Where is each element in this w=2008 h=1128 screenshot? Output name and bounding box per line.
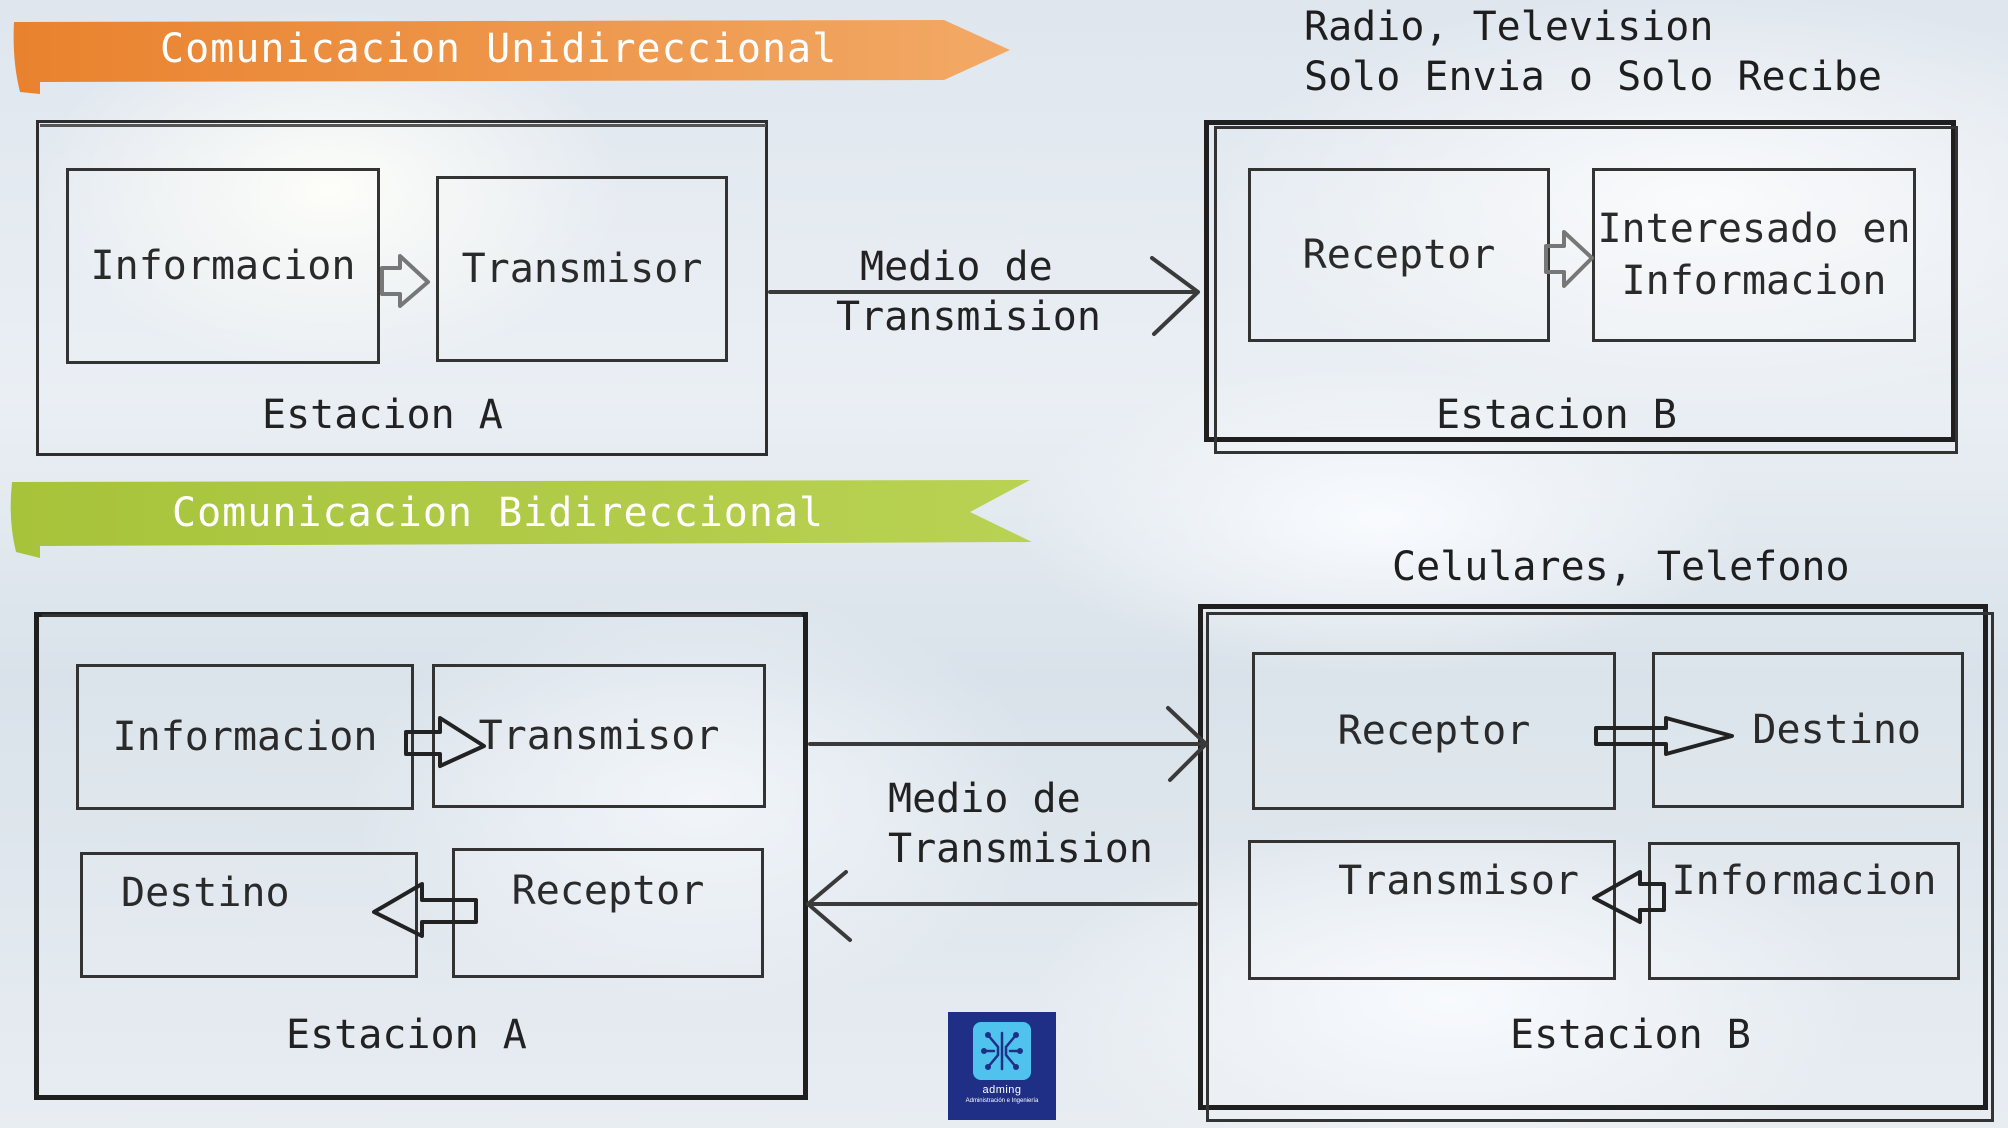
uni-transmitter-label: Transmisor [461,246,703,292]
uni-interested-line1: Interesado en [1597,206,1911,252]
bi-a-destination-label: Destino [121,870,290,916]
uni-station-a-label: Estacion A [262,392,503,438]
uni-info-box: Informacion [66,168,380,364]
uni-medium-line1: Medio de [860,244,1053,290]
banner-bidirectional-title: Comunicacion Bidireccional [172,490,825,536]
bi-b-transmitter-box: Transmisor [1248,840,1616,980]
uni-info-to-transmitter-arrow [380,254,430,308]
uni-note-line1: Radio, Television [1304,4,1714,50]
bi-medium-arrow-left-head [806,870,852,942]
uni-note-line2: Solo Envia o Solo Recibe [1304,54,1882,100]
bi-a-receiver-box: Receptor [452,848,764,978]
uni-interested-line2: Informacion [1621,258,1887,304]
bi-station-a-label: Estacion A [286,1012,527,1058]
bi-medium-line2: Transmision [888,826,1153,872]
uni-station-b-frame-offset [1214,126,1958,454]
bi-station-b-label: Estacion B [1510,1012,1751,1058]
bi-b-receiver-label: Receptor [1337,708,1531,754]
uni-medium-arrow-head [1150,256,1200,336]
bi-b-info-to-transmitter-arrow [1592,870,1666,924]
bi-a-info-to-transmitter-arrow [404,716,486,768]
bi-b-transmitter-label: Transmisor [1338,858,1579,904]
uni-medium-line2: Transmision [836,294,1101,340]
bi-medium-arrow-right-head [1166,706,1208,782]
bi-medium-line1: Medio de [888,776,1081,822]
uni-info-label: Informacion [90,243,356,289]
bi-note: Celulares, Telefono [1392,544,1850,590]
logo-tagline: Administración e Ingeniería [965,1098,1039,1104]
uni-receiver-label: Receptor [1302,232,1496,278]
uni-receiver-box: Receptor [1248,168,1550,342]
bi-a-receiver-to-destination-arrow [372,882,478,938]
bi-b-destination-label: Destino [1752,707,1921,753]
logo-name: adming [982,1084,1022,1096]
uni-station-a-frame [36,120,768,456]
uni-receiver-to-interested-arrow [1544,230,1594,288]
uni-station-a-frame-shadow [40,124,766,127]
bi-a-info-label: Informacion [112,714,378,760]
banner-orange-shape [13,20,1011,94]
bi-station-b-frame [1198,604,1988,1110]
bi-a-destination-box: Destino [80,852,418,978]
adming-logo: adming Administración e Ingeniería [948,1012,1056,1120]
uni-station-b-frame [1204,120,1956,442]
circuit-icon [973,1022,1031,1080]
banner-unidirectional-title: Comunicacion Unidireccional [160,26,838,72]
bi-station-b-frame-offset [1206,612,1994,1122]
uni-transmitter-box: Transmisor [436,176,728,362]
bi-station-a-frame-top-shadow [42,614,802,617]
bi-a-info-box: Informacion [76,664,414,810]
bi-a-transmitter-label: Transmisor [478,713,720,759]
bi-a-transmitter-box: Transmisor [432,664,766,808]
bi-b-info-label: Informacion [1671,858,1937,904]
uni-station-b-label: Estacion B [1436,392,1677,438]
banner-green-shape [10,480,1032,558]
uni-interested-box: Interesado en Informacion [1592,168,1916,342]
bi-b-receiver-box: Receptor [1252,652,1616,810]
bi-a-receiver-label: Receptor [511,868,705,914]
bi-b-receiver-to-destination-arrow [1594,716,1734,756]
